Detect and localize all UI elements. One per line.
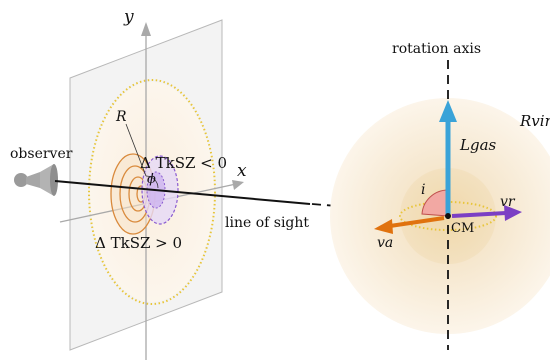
r-vir-label: Rvir [519,112,550,130]
phi-angle-arc [145,175,159,189]
ksz-positive-label: Δ TkSZ > 0 [95,234,182,252]
v-a-arrow-shaft [389,216,445,228]
v-r-arrow-shaft [451,211,507,218]
center-of-mass-dot [445,213,451,219]
center-of-mass-label: CM [451,221,474,236]
sky-plane-group [59,19,244,360]
v-r-label: vr [500,194,516,210]
radius-label: R [115,109,127,125]
ksz-negative-label: Δ TkSZ < 0 [140,154,227,172]
v-a-arrowhead [374,219,393,234]
l-gas-label: Lgas [459,136,497,154]
line-of-sight-solid [54,180,311,205]
y-axis-label: y [123,7,134,27]
observer-label: observer [10,146,73,162]
observer-telescope [14,164,58,196]
rotation-axis-label: rotation axis [392,41,481,57]
phi-label: ϕ [147,172,156,187]
dotted-virial-ring-projection [88,79,216,305]
v-r-arrowhead [504,205,522,221]
line-of-sight-label: line of sight [225,215,309,231]
l-gas-arrowhead [439,100,457,122]
v-a-label: va [377,235,393,251]
x-axis-label: x [237,161,247,181]
halo-group [330,60,550,350]
radius-pointer [125,123,147,177]
inclination-label: i [421,182,425,198]
y-axis-arrowhead [141,22,151,36]
x-axis-arrowhead [232,180,244,190]
